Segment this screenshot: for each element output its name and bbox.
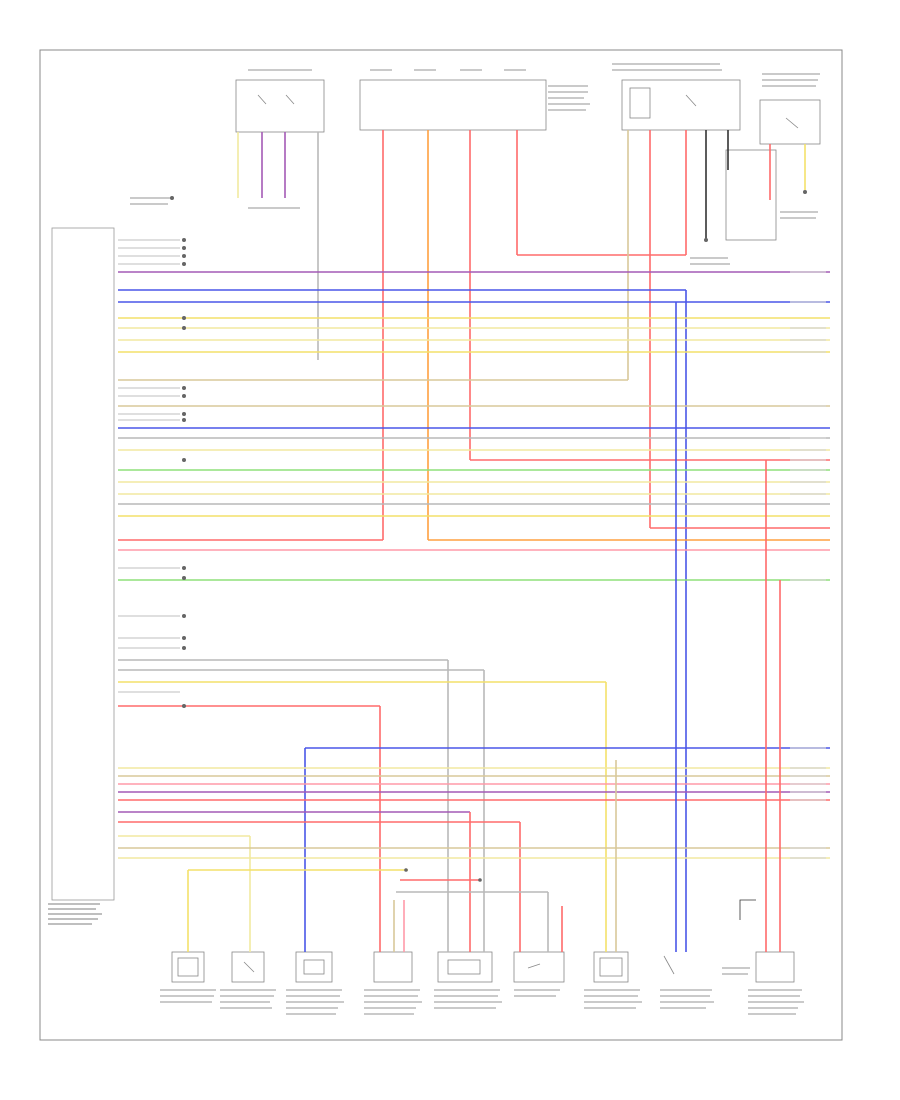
connector-stubs bbox=[187, 900, 781, 952]
top-labels bbox=[130, 63, 820, 265]
sensor-4 bbox=[364, 951, 422, 1015]
sensor-3 bbox=[286, 951, 344, 1015]
top-switch-box-1 bbox=[235, 79, 325, 133]
control-module-label bbox=[48, 903, 102, 925]
right-terminals bbox=[790, 271, 826, 859]
sensor-6 bbox=[513, 951, 565, 997]
harness-lines bbox=[118, 271, 830, 920]
sensor-2 bbox=[220, 951, 276, 1009]
left-pin-stubs bbox=[118, 239, 180, 693]
control-module-box bbox=[51, 227, 115, 901]
top-relay-box-3 bbox=[621, 79, 741, 131]
sensor-1 bbox=[160, 951, 216, 1003]
sensor-5 bbox=[434, 951, 502, 1009]
sensor-7 bbox=[584, 951, 642, 1009]
diagram-frame bbox=[39, 49, 843, 1041]
splice-dots bbox=[170, 190, 807, 882]
sensor-9 bbox=[722, 899, 804, 1015]
top-relay-box-2 bbox=[359, 79, 547, 131]
top-vertical-wires bbox=[237, 130, 806, 540]
sensor-8 bbox=[660, 955, 714, 1009]
top-switch-box-4 bbox=[725, 99, 821, 241]
